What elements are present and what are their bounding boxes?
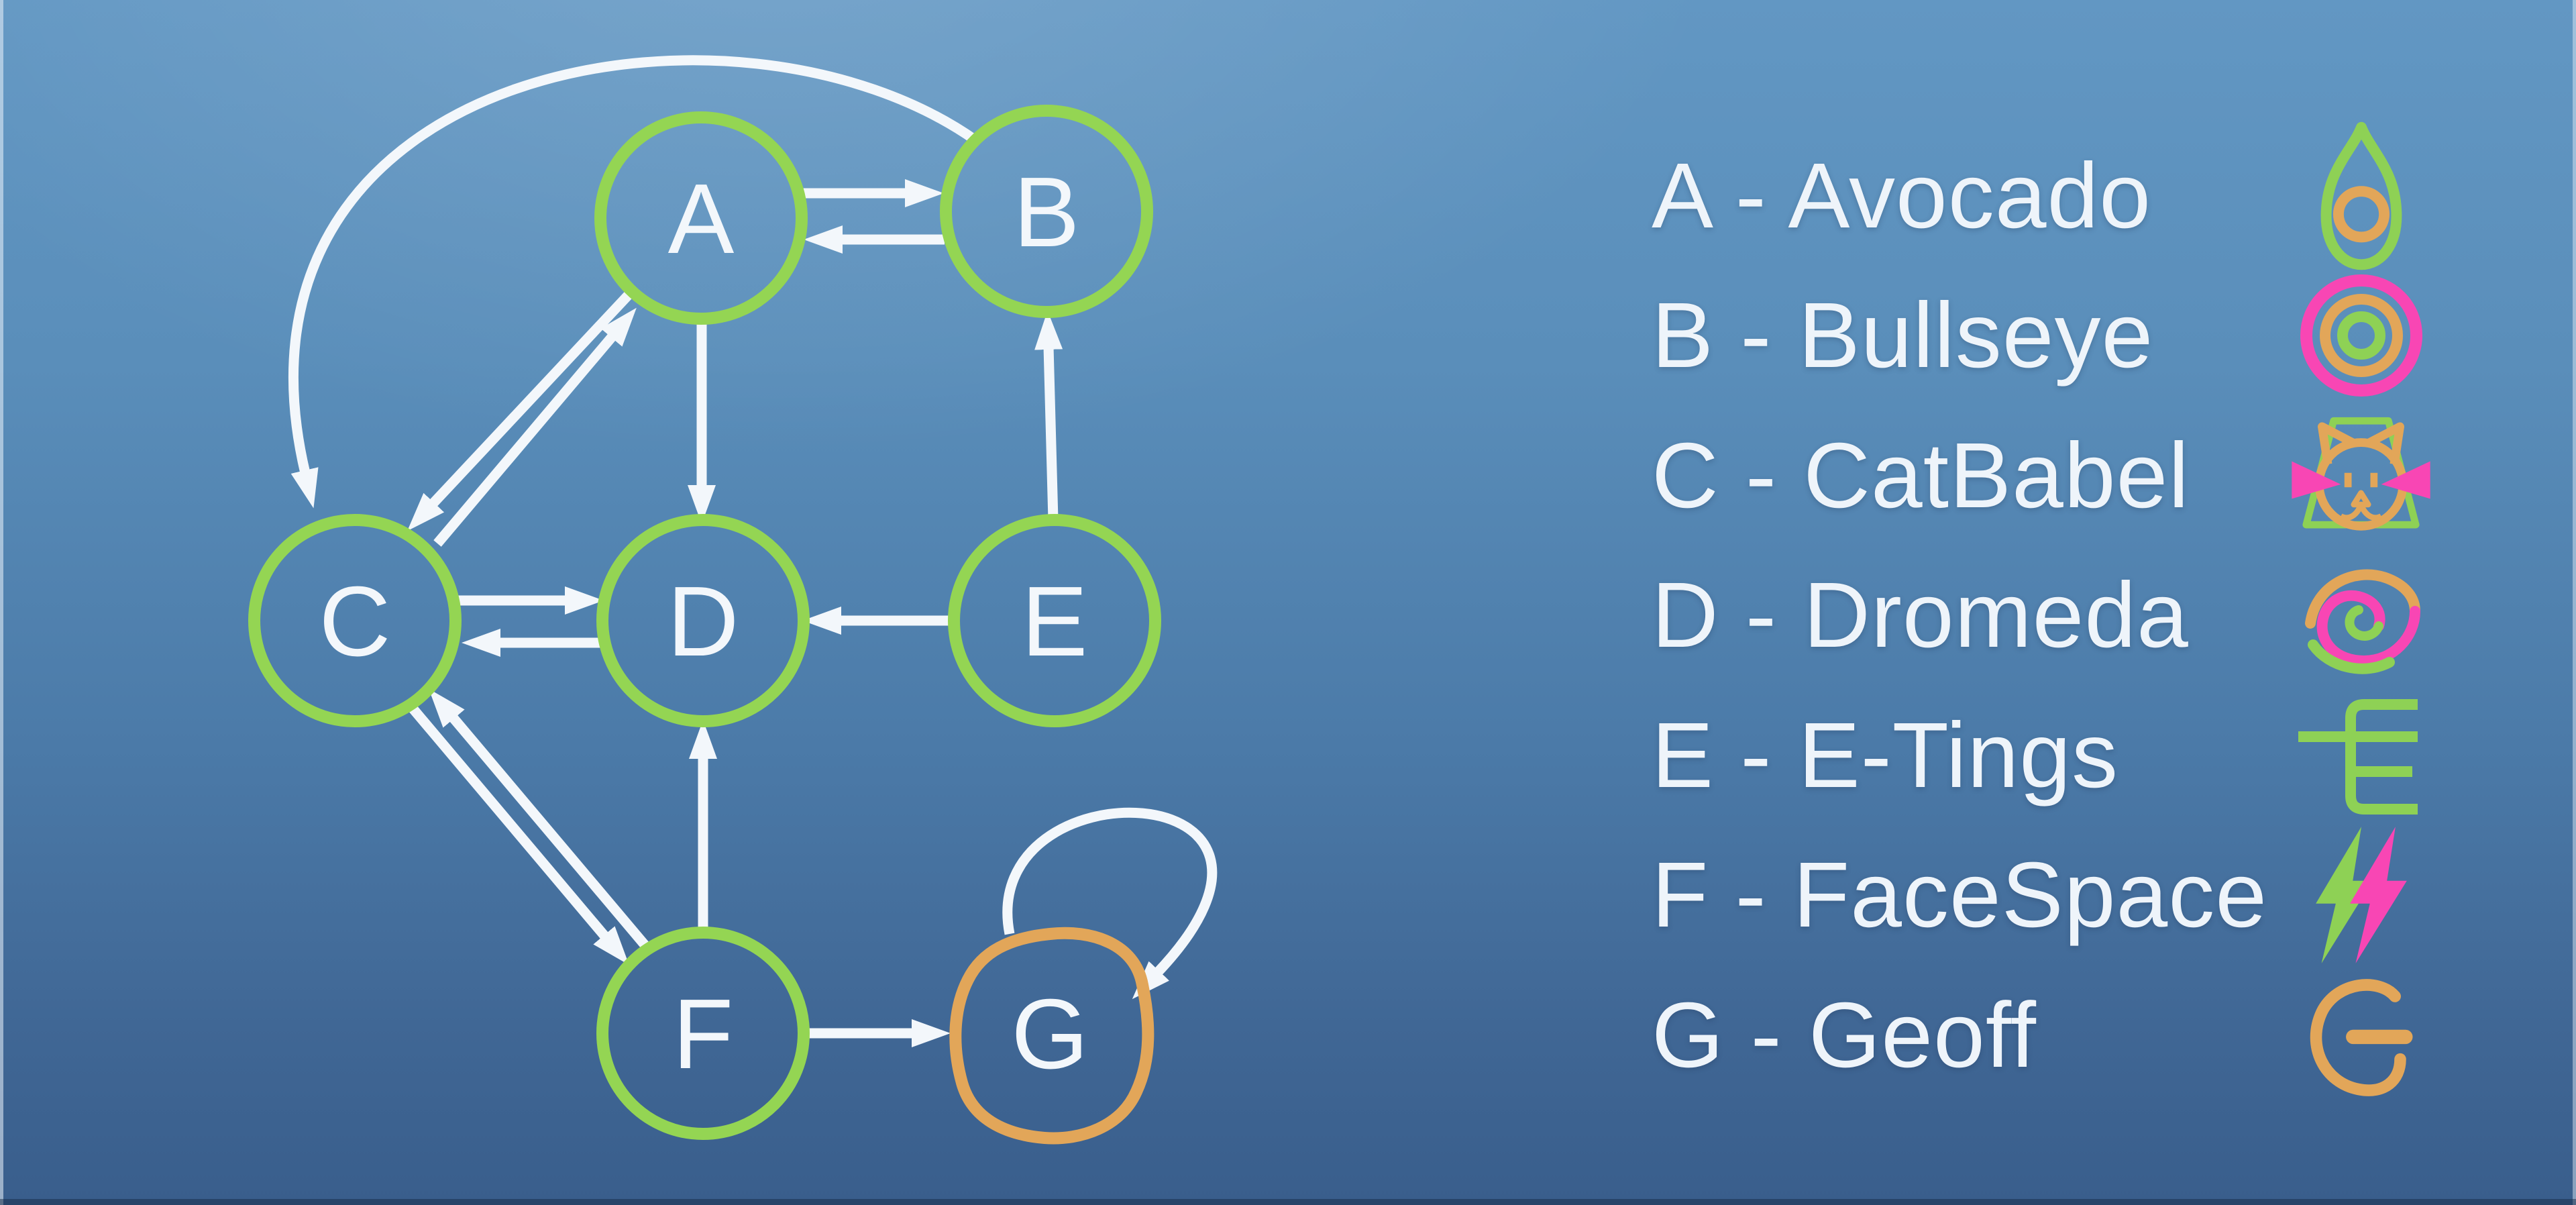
edge-layer xyxy=(288,55,1218,1047)
legend-item-facespace: F - FaceSpace xyxy=(1652,825,2551,965)
dromeda-galaxy-icon xyxy=(2289,545,2433,685)
legend-item-geoff: G - Geoff xyxy=(1652,965,2551,1105)
edge-E-B xyxy=(1034,311,1063,521)
node-layer: A B C D E F G xyxy=(248,105,1161,1145)
node-label-A: A xyxy=(668,164,735,274)
avocado-icon xyxy=(2289,121,2433,270)
node-B xyxy=(940,105,1153,318)
edge-C-A xyxy=(433,307,637,547)
etings-e-icon xyxy=(2289,686,2433,825)
legend-item-bullseye: B - Bullseye xyxy=(1652,266,2551,405)
facespace-lightning-icon xyxy=(2289,825,2433,965)
legend-label-bullseye: B - Bullseye xyxy=(1652,283,2154,387)
legend-label-dromeda: D - Dromeda xyxy=(1652,563,2189,667)
catbabel-cat-icon xyxy=(2289,406,2433,545)
slide-right-border xyxy=(2573,0,2576,1205)
node-E xyxy=(948,514,1161,727)
legend-label-avocado: A - Avocado xyxy=(1652,144,2152,248)
node-label-E: E xyxy=(1022,566,1088,677)
node-label-F: F xyxy=(673,979,733,1090)
edge-F-C xyxy=(429,688,651,951)
geoff-g-icon xyxy=(2289,965,2433,1105)
legend-label-etings: E - E-Tings xyxy=(1652,703,2119,807)
legend-item-dromeda: D - Dromeda xyxy=(1652,545,2551,685)
node-C xyxy=(248,514,462,727)
node-A xyxy=(594,111,808,325)
edge-G-G xyxy=(1002,807,1218,1000)
edge-C-F xyxy=(407,702,629,965)
slide-bottom-border xyxy=(0,1199,2576,1205)
legend-item-catbabel: C - CatBabel xyxy=(1652,406,2551,545)
edge-B-C xyxy=(288,55,979,509)
node-label-G: G xyxy=(1011,979,1088,1090)
node-label-C: C xyxy=(319,566,391,677)
node-label-D: D xyxy=(667,566,739,677)
legend-label-facespace: F - FaceSpace xyxy=(1652,843,2268,947)
slide-left-border xyxy=(0,0,3,1205)
node-G xyxy=(949,927,1155,1145)
legend-item-avocado: A - Avocado xyxy=(1652,121,2551,270)
legend-label-geoff: G - Geoff xyxy=(1652,983,2037,1087)
legend-item-etings: E - E-Tings xyxy=(1652,686,2551,825)
node-D xyxy=(596,514,810,727)
edge-A-C xyxy=(407,287,636,531)
node-F xyxy=(596,927,810,1140)
node-label-B: B xyxy=(1014,157,1080,268)
legend-label-catbabel: C - CatBabel xyxy=(1652,423,2190,527)
bullseye-icon xyxy=(2289,266,2433,405)
